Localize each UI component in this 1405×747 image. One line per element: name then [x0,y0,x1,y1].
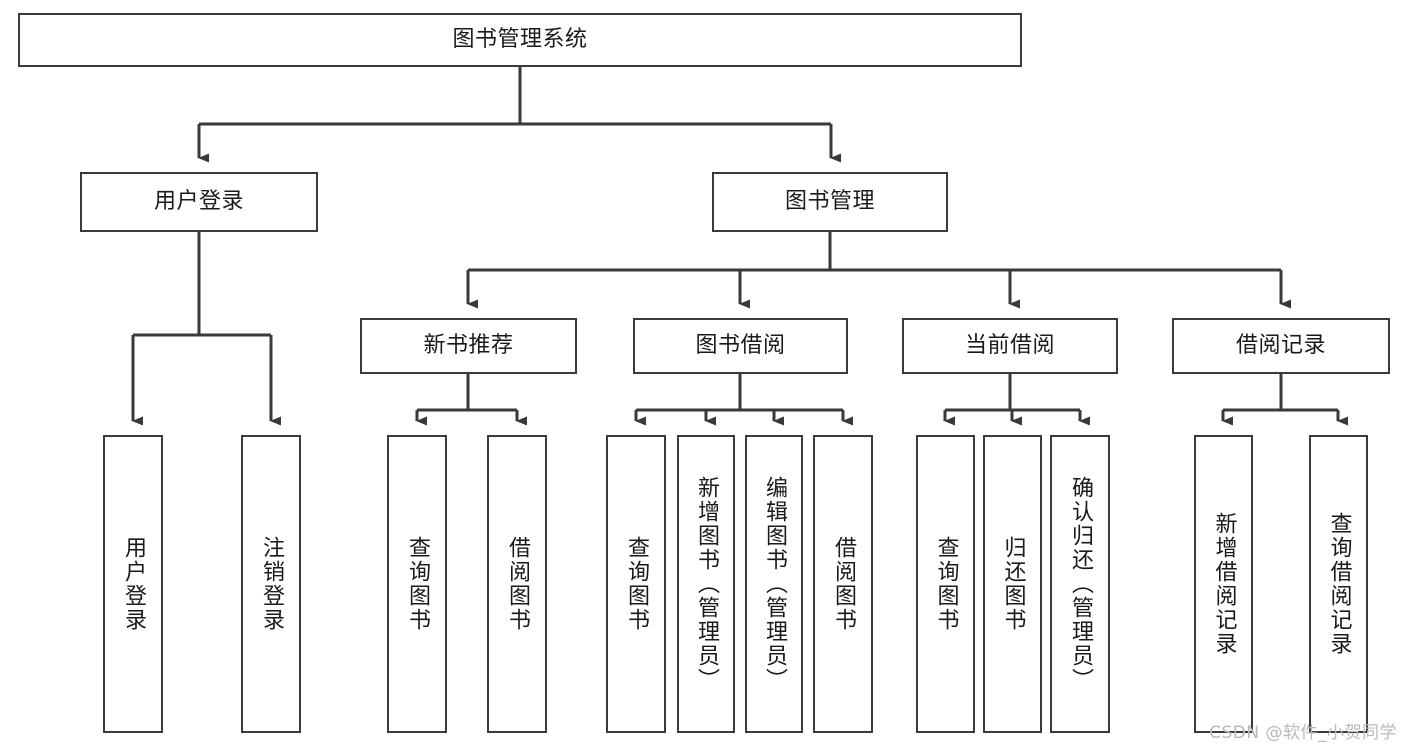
node-label: 新增借阅记录 [1211,512,1237,656]
node-leaf-confirm-return-admin[interactable]: 确认归还（管理员） [1050,435,1110,733]
node-label: 图书借阅 [695,332,786,358]
node-book-management[interactable]: 图书管理 [712,172,948,232]
node-label: 编辑图书（管理员） [761,476,787,692]
node-label: 图书管理系统 [452,26,588,52]
node-label: 确认归还（管理员） [1067,476,1093,692]
node-label: 当前借阅 [964,332,1055,358]
node-user-login[interactable]: 用户登录 [80,172,318,232]
node-leaf-borrow-book[interactable]: 借阅图书 [813,435,873,733]
node-label: 借阅图书 [830,536,856,632]
node-leaf-add-borrow-record[interactable]: 新增借阅记录 [1194,435,1253,733]
node-label: 用户登录 [153,188,244,214]
node-label: 借阅图书 [504,536,530,632]
node-leaf-add-book-admin[interactable]: 新增图书（管理员） [677,435,735,733]
node-leaf-query-book-rec[interactable]: 查询图书 [387,435,447,733]
node-leaf-edit-book-admin[interactable]: 编辑图书（管理员） [745,435,803,733]
node-label: 新增图书（管理员） [693,476,719,692]
node-leaf-logout[interactable]: 注销登录 [241,435,301,733]
node-label: 借阅记录 [1235,332,1326,358]
node-leaf-return-book[interactable]: 归还图书 [983,435,1042,733]
node-label: 新书推荐 [423,332,514,358]
node-leaf-query-book-borrow[interactable]: 查询图书 [606,435,666,733]
node-leaf-query-book-current[interactable]: 查询图书 [916,435,975,733]
node-label: 查询图书 [933,536,959,632]
node-label: 图书管理 [784,188,875,214]
node-root-book-management-system[interactable]: 图书管理系统 [18,13,1022,67]
node-new-book-recommendation[interactable]: 新书推荐 [360,318,577,374]
node-label: 查询图书 [623,536,649,632]
node-leaf-query-borrow-record[interactable]: 查询借阅记录 [1309,435,1368,733]
node-leaf-user-login[interactable]: 用户登录 [103,435,163,733]
node-label: 查询图书 [404,536,430,632]
node-current-borrowing[interactable]: 当前借阅 [902,318,1118,374]
node-leaf-borrow-book-rec[interactable]: 借阅图书 [487,435,547,733]
node-label: 用户登录 [120,536,146,632]
node-label: 查询借阅记录 [1326,512,1352,656]
node-borrowing-record[interactable]: 借阅记录 [1172,318,1390,374]
node-label: 归还图书 [1000,536,1026,632]
node-book-borrowing[interactable]: 图书借阅 [633,318,848,374]
node-label: 注销登录 [258,536,284,632]
